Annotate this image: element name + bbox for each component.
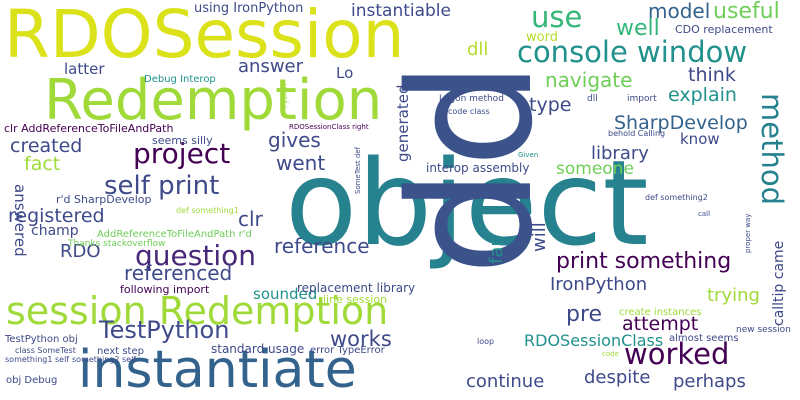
word-given: Given — [518, 151, 539, 159]
word-print-something: print something — [556, 249, 732, 274]
word-clr-addreferencetofileandpath: clr AddReferenceToFileAndPath — [4, 122, 174, 135]
word-instantiate: instantiate — [78, 340, 357, 400]
word-pre: pre — [566, 302, 603, 327]
word-calltip-came: calltip came — [771, 240, 787, 326]
word-lo: Lo — [336, 64, 354, 82]
word-debug-interop: Debug Interop — [144, 74, 216, 85]
word-seems-silly: seems silly — [152, 134, 213, 147]
word-cdo-replacement: CDO replacement — [675, 23, 773, 36]
word-answered: answered — [11, 184, 29, 257]
word-something2-self: something2 self — [72, 355, 137, 364]
word-create-instances: create instances — [619, 307, 702, 318]
word-addreferencetofileandpath-rd: AddReferenceToFileAndPath r'd — [97, 229, 252, 240]
word-new-session: new session — [736, 325, 791, 335]
word-referenced: referenced — [124, 261, 233, 285]
word-error-typeerror: error TypeError — [310, 345, 385, 356]
word-ironpython: IronPython — [550, 274, 648, 295]
word-far: far — [486, 239, 507, 264]
word-word: word — [526, 30, 558, 45]
word-using-ironpython: using IronPython — [194, 1, 304, 16]
word-redemption: Redemption — [44, 68, 383, 133]
word-thanks-stackoverflow: Thanks stackoverflow — [68, 239, 166, 249]
word-question: question — [135, 239, 256, 272]
word-standard-usage: standard usage — [211, 342, 305, 356]
word-rd-sharpdevelop: r'd SharpDevelop — [56, 193, 152, 206]
word-latter: latter — [64, 60, 105, 78]
word-think: think — [688, 64, 736, 86]
word-sharpdevelop: SharpDevelop — [614, 112, 748, 134]
word-reference: reference — [274, 234, 370, 258]
word-following-import: following import — [120, 283, 210, 296]
word-fact: fact — [24, 153, 61, 175]
word-registered: registered — [8, 205, 105, 227]
word-created: created — [10, 135, 83, 157]
word-self-print: self print — [104, 171, 220, 201]
word-code-class: code class — [448, 107, 490, 116]
word-rdosessionclass: RDOSessionClass — [524, 331, 664, 350]
word-logon-method: Logon method — [439, 94, 504, 104]
word-behold-calling: behold Calling — [608, 129, 666, 138]
word-loop: loop — [477, 337, 495, 346]
word-replacement-library: replacement library — [297, 281, 416, 295]
word-instantiable: instantiable — [351, 1, 451, 21]
word-sometest-def: SomeTest def — [354, 146, 362, 194]
word-testpython-obj: TestPython obj — [5, 334, 78, 345]
word-almost-seems: almost seems — [669, 333, 739, 344]
word-def-something1: def something1 — [176, 206, 239, 215]
word-gives: gives — [268, 128, 321, 152]
word-will: will — [529, 222, 550, 252]
word-well: well — [616, 16, 660, 41]
word-rdosessionclass-right: RDOSessionClass right — [289, 123, 369, 131]
word-explain: explain — [668, 84, 737, 106]
word-method: method — [755, 93, 789, 205]
word-line-session: line session — [323, 293, 388, 306]
word-rdosession: RDOSession — [4, 0, 405, 73]
word-dll: dll — [467, 39, 489, 60]
word-went: went — [276, 151, 326, 175]
word-model: model — [648, 0, 711, 23]
word-dll-2: dll — [587, 94, 598, 104]
word-attempt: attempt — [622, 313, 699, 335]
word-rdo: RDO — [60, 241, 101, 262]
word-project: project — [133, 137, 231, 170]
word-someone: someone — [556, 159, 634, 179]
word-continue: continue — [466, 371, 545, 392]
word-use: use — [531, 0, 583, 34]
word-something1-self: something1 self — [5, 355, 70, 364]
word-navigate: navigate — [545, 68, 633, 92]
word-interop-assembly: interop assembly — [426, 161, 530, 175]
word-clr: clr — [238, 207, 263, 231]
word-useful: useful — [713, 0, 780, 24]
word-obj-debug: obj Debug — [6, 375, 58, 386]
word-proper-way: proper way — [744, 213, 752, 253]
word-code: code — [602, 350, 619, 358]
word-know: know — [680, 130, 720, 148]
word-worked: worked — [624, 337, 730, 371]
word-library: library — [591, 143, 649, 164]
word-works: works — [330, 327, 392, 351]
word-type: type — [529, 94, 572, 116]
word-session-redemption: session Redemption — [6, 289, 389, 333]
word-generated: generated — [394, 84, 412, 162]
word-object: object — [285, 134, 649, 272]
word-class-sometest: class SomeTest — [15, 346, 76, 355]
word-testpython: TestPython — [99, 316, 230, 344]
word-def-something2: def something2 — [645, 193, 708, 202]
word-import: import — [627, 94, 657, 104]
word-despite: despite — [584, 367, 651, 388]
word-perhaps: perhaps — [673, 371, 746, 392]
word-answer: answer — [238, 56, 304, 77]
word-call: call — [698, 210, 711, 218]
word-console-window: console window — [517, 35, 748, 69]
word-next-step: next step — [97, 346, 144, 357]
word-python: Python — [281, 83, 289, 108]
word-sounded: sounded — [253, 285, 318, 303]
word-champ: champ — [31, 223, 79, 239]
word-trying: trying — [707, 285, 760, 306]
